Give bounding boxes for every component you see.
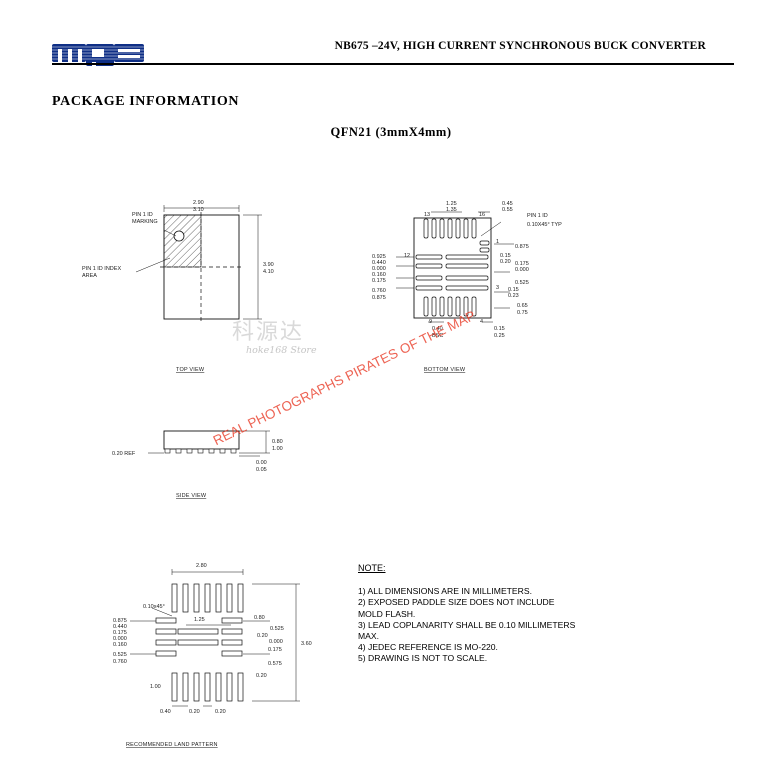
land-chamfer: 0.10x45° [143,604,165,610]
section-title: PACKAGE INFORMATION [52,94,240,109]
bottom-view-caption: BOTTOM VIEW [424,367,466,373]
land-right-dim-1: 0.525 [270,626,284,632]
pin1-id-label-line2: MARKING [132,219,158,225]
watermark-chinese: 科源达 [232,320,305,345]
bv-left-dim-3: 0.160 [372,272,386,278]
pin1-id-label-line1: PIN 1 ID [132,212,153,218]
land-right-dim-4: 0.175 [268,647,282,653]
side-height-max: 1.00 [272,446,283,452]
watermark-store: hoke168 Store [246,345,317,356]
land-bottom-dim-0: 0.40 [160,709,171,715]
bv-left-dim-2: 0.000 [372,266,386,272]
land-bottom-dim-2: 0.20 [215,709,226,715]
note-line: 5) DRAWING IS NOT TO SCALE. [358,653,488,664]
note-line: 4) JEDEC REFERENCE IS MO-220. [358,642,498,653]
bv-dim-top-b: 1.35 [446,207,457,213]
bv-right-dim-2: 0.20 [500,259,511,265]
bv-dim-top-a: 1.25 [446,201,457,207]
pin1-index-label-line2: AREA [82,273,97,279]
bv-left-dim-5: 0.760 [372,288,386,294]
bv-pin-3: 3 [496,285,499,291]
side-height-min: 0.80 [272,439,283,445]
land-left-dim-2: 0.175 [113,630,127,636]
bv-right-dim-9: 0.75 [517,310,528,316]
land-right-dim-3: 0.000 [269,639,283,645]
document-title: NB675 –24V, HIGH CURRENT SYNCHRONOUS BUC… [334,40,706,52]
bv-pin1-id-line1: PIN 1 ID [527,213,548,219]
bv-left-dim-6: 0.875 [372,295,386,301]
land-pattern-caption: RECOMMENDED LAND PATTERN [126,742,218,748]
note-line: 3) LEAD COPLANARITY SHALL BE 0.10 MILLIM… [358,619,576,630]
header-rule [52,63,734,65]
bv-dim-top-c: 0.45 [502,201,513,207]
bv-pin-1: 1 [496,239,499,245]
side-view-caption: SIDE VIEW [176,493,207,499]
bv-right-dim-7: 0.23 [508,293,519,299]
bv-right-dim-0: 0.875 [515,244,529,250]
bv-bottom-dim-1: BSC [432,333,443,339]
bv-right-dim-4: 0.000 [515,267,529,273]
pin1-index-label-line1: PIN 1 ID INDEX [82,266,121,272]
land-left-dim-1: 0.440 [113,624,127,630]
bv-right-dim-1: 0.15 [500,253,511,259]
top-view-caption: TOP VIEW [176,367,205,373]
note-line: 1) ALL DIMENSIONS ARE IN MILLIMETERS. [358,586,532,597]
notes-block: NOTE: 1) ALL DIMENSIONS ARE IN MILLIMETE… [358,563,575,665]
top-width-max: 2.90 [193,200,204,206]
land-left-dim-0: 0.875 [113,618,127,624]
land-right-extra: 0.20 [256,673,267,679]
notes-title: NOTE: [358,563,386,573]
note-line: MAX. [358,631,380,642]
side-gap-max: 0.05 [256,467,267,473]
land-left-dim-6: 0.760 [113,659,127,665]
land-pitch-dim: 1.00 [150,684,161,690]
land-inner-dim: 1.25 [194,617,205,623]
package-name: QFN21 (3mmX4mm) [330,125,452,139]
bv-pin-13: 13 [424,212,430,218]
land-left-dim-3: 0.000 [113,636,127,642]
land-left-dim-4: 0.160 [113,642,127,648]
land-right-dim-2: 0.20 [257,633,268,639]
bv-dim-top-d: 0.55 [502,207,513,213]
pin1-marking-dot [173,230,185,242]
land-right-dim-0: 0.80 [254,615,265,621]
pin1-index-area [163,214,202,268]
land-height-dim: 3.60 [301,641,312,647]
bv-pin-9: 9 [429,319,432,325]
bv-right-dim-8: 0.65 [517,303,528,309]
bv-left-dim-4: 0.175 [372,278,386,284]
bv-bottom-dim-3: 0.25 [494,333,505,339]
bv-left-dim-1: 0.440 [372,260,386,266]
bv-left-dim-0: 0.925 [372,254,386,260]
note-line: 2) EXPOSED PADDLE SIZE DOES NOT INCLUDE [358,597,555,608]
side-ref-dim: 0.20 REF [112,451,136,457]
bv-pin-16: 16 [479,212,485,218]
bv-pin-12: 12 [404,253,410,259]
land-top-dim: 2.80 [196,563,207,569]
bv-right-dim-3: 0.175 [515,261,529,267]
bv-right-dim-5: 0.525 [515,280,529,286]
land-right-dim-5: 0.575 [268,661,282,667]
top-width-min: 3.10 [193,207,204,213]
bottom-view-body [413,217,492,319]
bv-pin-4: 4 [480,319,483,325]
land-left-dim-5: 0.525 [113,652,127,658]
bv-right-dim-6: 0.15 [508,287,519,293]
bv-bottom-dim-2: 0.15 [494,326,505,332]
top-height-min: 4.10 [263,269,274,275]
bv-bottom-dim-0: 0.40 [432,326,443,332]
mps-logo [52,44,144,66]
side-gap-min: 0.00 [256,460,267,466]
bv-pin1-id-line2: 0.10X45° TYP [527,222,562,228]
land-bottom-dim-1: 0.20 [189,709,200,715]
note-line: MOLD FLASH. [358,608,416,619]
top-height-max: 3.90 [263,262,274,268]
